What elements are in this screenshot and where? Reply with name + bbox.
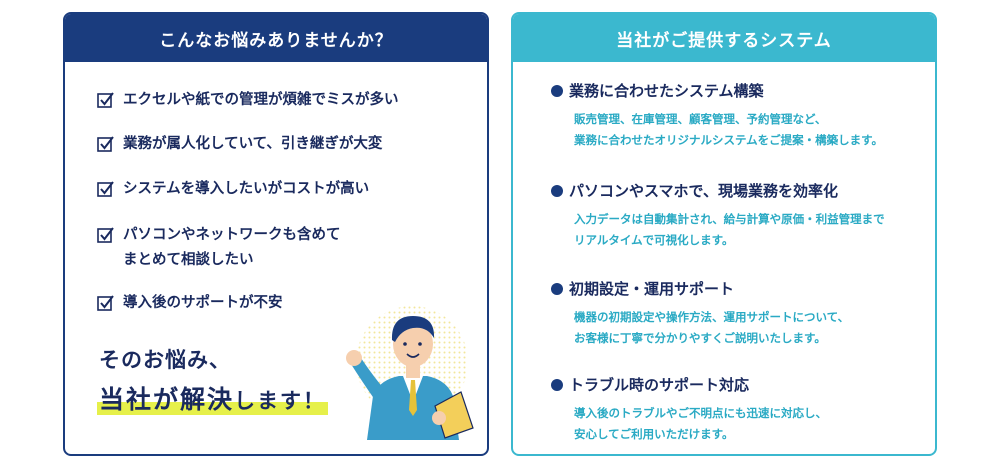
services-header: 当社がご提供するシステム [513,14,935,62]
service-title-text: トラブル時のサポート対応 [569,376,750,394]
headline-line2: 当社が解決します！ [97,380,329,416]
checkbox-icon [97,136,114,152]
services-panel: 当社がご提供するシステム 業務に合わせたシステム構築 販売管理、在庫管理、顧客管… [511,12,937,456]
check-item: 導入後のサポートが不安 [97,291,283,316]
highlight-marker [97,402,329,415]
service-item: 初期設定・運用サポート 機器の初期設定や操作方法、運用サポートについて、 お客様… [551,278,849,349]
bullet-icon [551,378,563,391]
checkbox-icon [97,295,114,311]
problems-panel: こんなお悩みありませんか？ エクセルや紙での管理が煩雑でミスが多い 業務が属人化… [63,12,489,456]
headline: そのお悩み、 当社が解決します！ [97,344,329,416]
service-desc: 入力データは自動集計され、給与計算や原価・利益管理まで リアルタイムで可視化しま… [574,212,885,247]
businessman-illustration [346,306,474,440]
problems-header: こんなお悩みありませんか？ [65,14,487,62]
checkbox-icon [97,92,114,108]
service-title-text: 初期設定・運用サポート [569,280,735,298]
checkbox-icon [97,227,114,243]
check-item: 業務が属人化していて、引き継ぎが大変 [97,132,382,157]
headline-tail: します！ [234,389,327,413]
check-text: 業務が属人化していて、引き継ぎが大変 [123,136,383,152]
service-item: パソコンやスマホで、現場業務を効率化 入力データは自動集計され、給与計算や原価・… [551,180,885,251]
check-item: システムを導入したいがコストが高い [97,177,369,202]
service-item: トラブル時のサポート対応 導入後のトラブルやご不明点にも迅速に対応し、 安心して… [551,374,827,445]
service-title-text: 業務に合わせたシステム構築 [569,82,764,100]
bullet-icon [551,184,563,197]
check-item: パソコンやネットワークも含めて まとめて相談したい [97,223,341,273]
bullet-icon [551,282,563,295]
check-text: エクセルや紙での管理が煩雑でミスが多い [123,92,399,108]
check-text: システムを導入したいがコストが高い [123,181,370,197]
service-desc: 機器の初期設定や操作方法、運用サポートについて、 お客様に丁寧で分かりやすくご説… [574,310,850,345]
service-title: パソコンやスマホで、現場業務を効率化 [551,180,885,201]
check-text: 導入後のサポートが不安 [123,295,283,311]
check-item: エクセルや紙での管理が煩雑でミスが多い [97,88,399,113]
headline-main: 当社が解決 [99,385,235,414]
checkbox-icon [97,181,114,197]
headline-line1: そのお悩み、 [99,348,231,372]
service-title-text: パソコンやスマホで、現場業務を効率化 [569,182,838,200]
service-title: 業務に合わせたシステム構築 [551,80,883,101]
service-title: トラブル時のサポート対応 [551,374,827,395]
service-title: 初期設定・運用サポート [551,278,849,299]
check-text: パソコンやネットワークも含めて まとめて相談したい [123,227,341,268]
service-item: 業務に合わせたシステム構築 販売管理、在庫管理、顧客管理、予約管理など、 業務に… [551,80,883,151]
service-desc: 販売管理、在庫管理、顧客管理、予約管理など、 業務に合わせたオリジナルシステムを… [574,112,884,147]
service-desc: 導入後のトラブルやご不明点にも迅速に対応し、 安心してご利用いただけます。 [574,406,827,441]
bullet-icon [551,84,563,97]
